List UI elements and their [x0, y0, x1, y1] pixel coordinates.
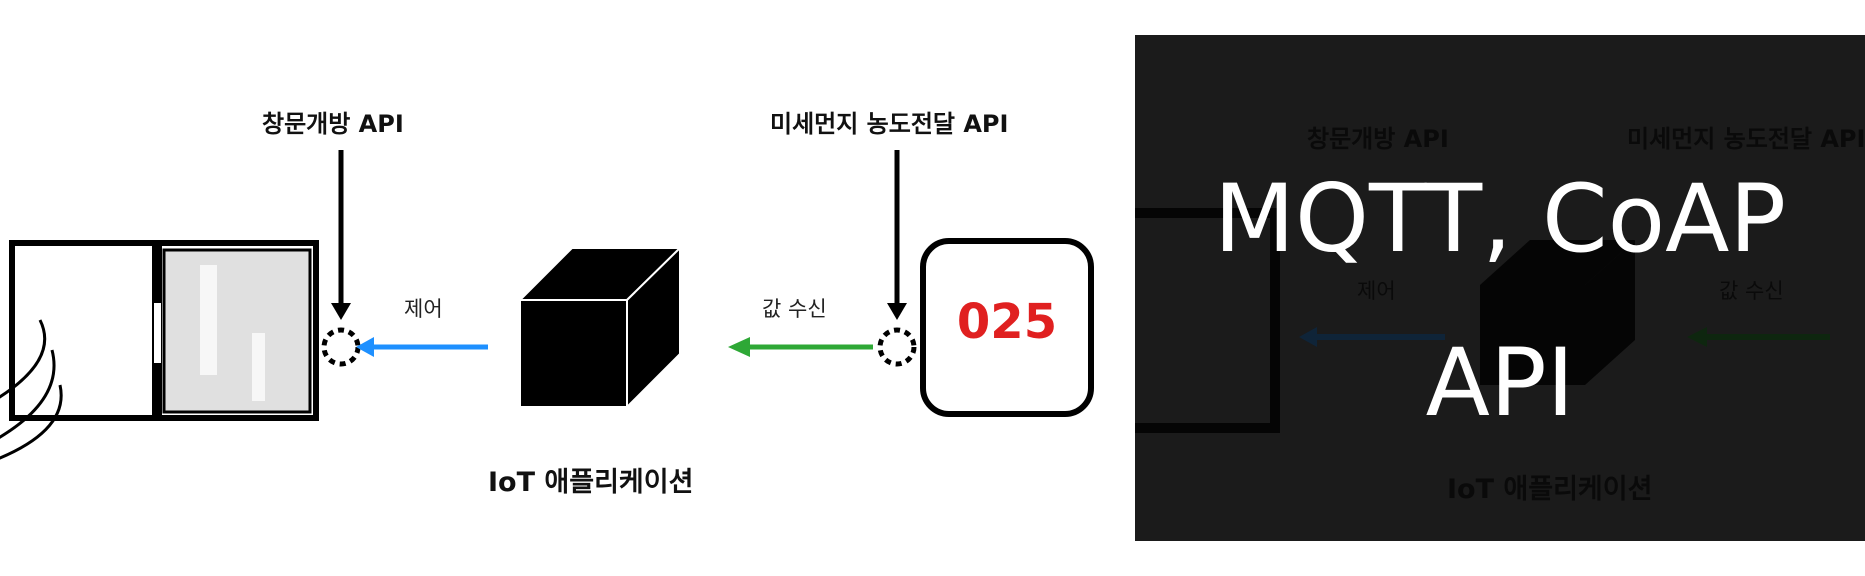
overlay-title-line1: MQTT, CoAP — [1213, 165, 1787, 274]
faded-window-api-label: 창문개방 API — [1307, 125, 1449, 153]
overlay-title-line2: API — [1425, 329, 1575, 438]
dust-api-endpoint — [877, 327, 917, 367]
faded-dust-api-label: 미세먼지 농도전달 API — [1627, 125, 1865, 153]
dust-api-arrow — [887, 150, 907, 320]
faded-receive-label: 값 수신 — [1719, 279, 1784, 303]
sensor-value: 025 — [956, 294, 1058, 350]
faded-control-label: 제어 — [1357, 279, 1396, 303]
wind-icon — [0, 319, 63, 460]
iot-app-cube-icon — [517, 245, 683, 410]
faded-iot-app-label: IoT 애플리케이션 — [1447, 474, 1653, 505]
receive-arrow — [728, 337, 873, 357]
window-api-label: 창문개방 API — [262, 110, 404, 138]
faded-diagram-graphics — [1135, 208, 1830, 433]
dust-sensor-box — [920, 238, 1094, 417]
receive-label: 값 수신 — [762, 297, 827, 321]
window-icon — [9, 240, 319, 421]
window-api-endpoint — [321, 327, 361, 367]
window-api-arrow — [331, 150, 351, 320]
dust-api-label: 미세먼지 농도전달 API — [770, 110, 1009, 138]
diagram-graphics — [0, 150, 1094, 460]
iot-app-label: IoT 애플리케이션 — [488, 467, 694, 498]
title-overlay-panel: 창문개방 API 미세먼지 농도전달 API 제어 값 수신 IoT 애플리케이… — [1135, 35, 1865, 541]
control-label: 제어 — [404, 297, 443, 321]
control-arrow — [356, 337, 488, 357]
